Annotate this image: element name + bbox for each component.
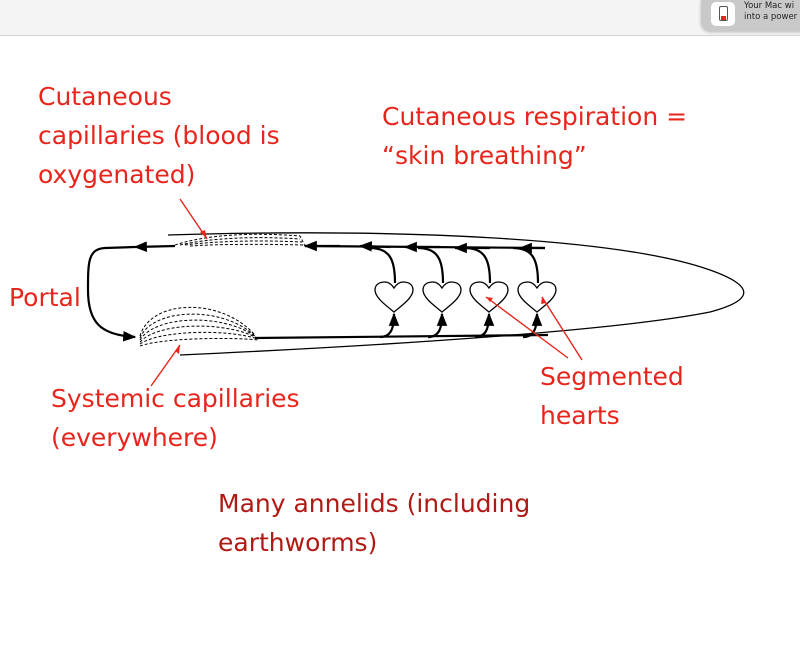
notification-line-1: Your Mac wi [744, 1, 795, 11]
label-cutaneous-respiration: Cutaneous respiration = “skin breathing” [382, 97, 687, 175]
label-segmented-hearts: Segmented hearts [540, 357, 684, 435]
systemic-capillaries [139, 306, 259, 347]
heart-pointer-2 [541, 296, 583, 361]
annotation-arrowheads [175, 230, 546, 354]
systemic-pointer [150, 344, 181, 387]
heart-4 [517, 281, 557, 313]
body-outline [167, 232, 745, 356]
ventral-vessel [254, 333, 549, 340]
label-annelids: Many annelids (including earthworms) [218, 484, 530, 562]
label-line: earthworms) [218, 528, 378, 557]
segmental-vessels [369, 246, 543, 339]
label-line: Cutaneous respiration = [382, 102, 688, 131]
heart-3 [469, 281, 509, 313]
cutaneous-capillaries [174, 233, 306, 247]
heart-1 [374, 281, 414, 313]
label-cutaneous-capillaries: Cutaneous capillaries (blood is oxygenat… [38, 77, 280, 194]
anterior-vessel [133, 241, 176, 252]
notification-line-2: into a power [744, 12, 798, 22]
label-portal: Portal [9, 283, 81, 312]
label-line: (everywhere) [51, 423, 218, 452]
heart-2 [422, 281, 462, 313]
notification-text: Your Mac wi into a power [744, 1, 800, 23]
annotation-arrows [150, 198, 583, 387]
heart-pointer-1 [485, 296, 569, 359]
label-line: Cutaneous [38, 82, 172, 111]
portal-vessel [86, 245, 137, 342]
browser-top-bar: Your Mac wi into a power [0, 0, 800, 36]
label-line: hearts [540, 401, 620, 430]
notification-banner[interactable]: Your Mac wi into a power [701, 0, 800, 31]
label-line: Systemic capillaries [51, 384, 300, 413]
label-line: oxygenated) [38, 160, 196, 189]
label-line: Many annelids (including [218, 489, 531, 518]
label-line: capillaries (blood is [38, 121, 280, 150]
label-line: Segmented [540, 362, 684, 391]
segmented-hearts [374, 281, 557, 313]
battery-low-icon [711, 2, 735, 26]
label-systemic-capillaries: Systemic capillaries (everywhere) [51, 379, 300, 457]
label-line: “skin breathing” [382, 141, 587, 170]
